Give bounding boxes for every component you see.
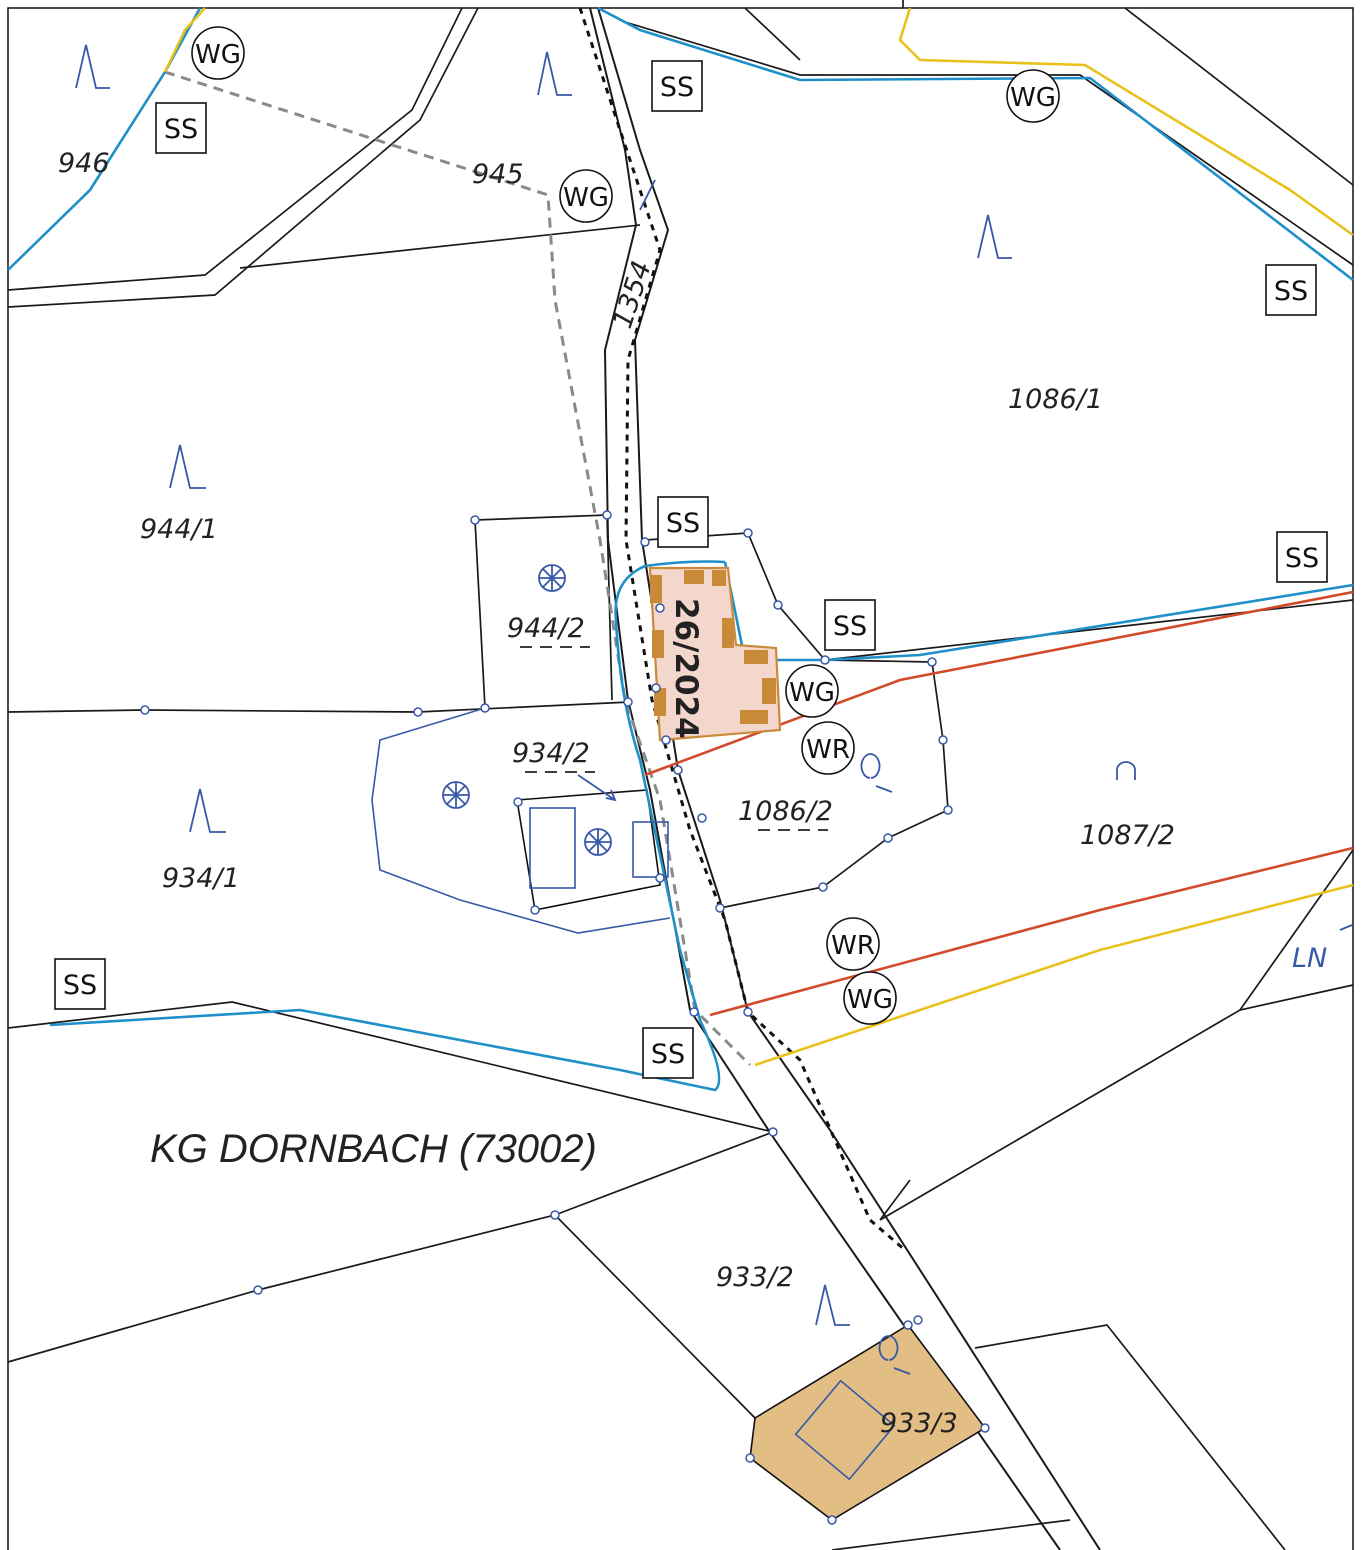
parcel-number: 944/2 (507, 613, 585, 644)
cadastral-community-label: KG DORNBACH (73002) (150, 1127, 597, 1171)
usage-code-wg: WG (789, 678, 835, 708)
parcel-number: 934/2 (512, 738, 590, 769)
usage-code-ss: SS (63, 970, 97, 1001)
grassland-symbol-icon (75, 44, 1012, 1326)
highlighted-parcel: 26/2024 (648, 566, 782, 742)
building-outline-933-3 (794, 1379, 896, 1481)
black-dashed-line (578, 7, 906, 1252)
usage-code-ss: SS (1274, 276, 1308, 307)
tree-symbol-icon (442, 564, 612, 856)
usage-code-ss: SS (164, 114, 198, 145)
highlighted-parcel-label: 26/2024 (668, 598, 704, 739)
arrow-icon (1339, 924, 1353, 931)
usage-code-wg: WG (195, 40, 241, 70)
usage-code-ss: SS (1285, 543, 1319, 574)
arrow-icon (577, 774, 617, 802)
parcel-number: 946 (58, 148, 110, 179)
usage-code-wg: WG (563, 183, 609, 213)
parcel-number: 933/3 (880, 1408, 958, 1439)
parcel-number: 1087/2 (1080, 820, 1175, 851)
usage-code-ss: SS (666, 508, 700, 539)
boundary-points (140, 510, 990, 1525)
usage-code-wg: WG (1010, 83, 1056, 113)
road-1354 (589, 7, 1101, 1550)
parcel-number: 944/1 (140, 514, 218, 545)
usage-code-ss: SS (651, 1039, 685, 1070)
parcel-number: 1086/2 (738, 796, 833, 827)
pasture-symbol-icon (1116, 761, 1136, 780)
grey-dashed-line (164, 70, 752, 1067)
usage-code-ss: SS (660, 72, 694, 103)
water-lines (7, 6, 1354, 1092)
parcel-number: 933/2 (716, 1262, 794, 1293)
parcel-number: 1354 (607, 257, 658, 332)
red-lines (644, 590, 1354, 1017)
parcel-number: 1086/1 (1008, 384, 1103, 415)
water-symbol-icon (860, 753, 911, 1375)
usage-code-ss-boxes: SS SS SS SS SS SS SS SS (54, 60, 1328, 1079)
map-frame (7, 7, 1354, 1550)
building-outlines (371, 707, 671, 934)
usage-code-ln: LN (1292, 943, 1327, 974)
usage-code-ss: SS (833, 611, 867, 642)
usage-code-circles: WG WG WG WG WR WR WG (191, 26, 1060, 1025)
parcel-number-underline (520, 646, 828, 831)
usage-code-wr: WR (806, 735, 850, 765)
yellow-lines (163, 7, 1354, 1067)
usage-code-wg: WG (847, 985, 893, 1015)
usage-code-wr: WR (831, 931, 875, 961)
parcel-number: 945 (472, 159, 524, 190)
parcel-number: 934/1 (162, 863, 240, 894)
